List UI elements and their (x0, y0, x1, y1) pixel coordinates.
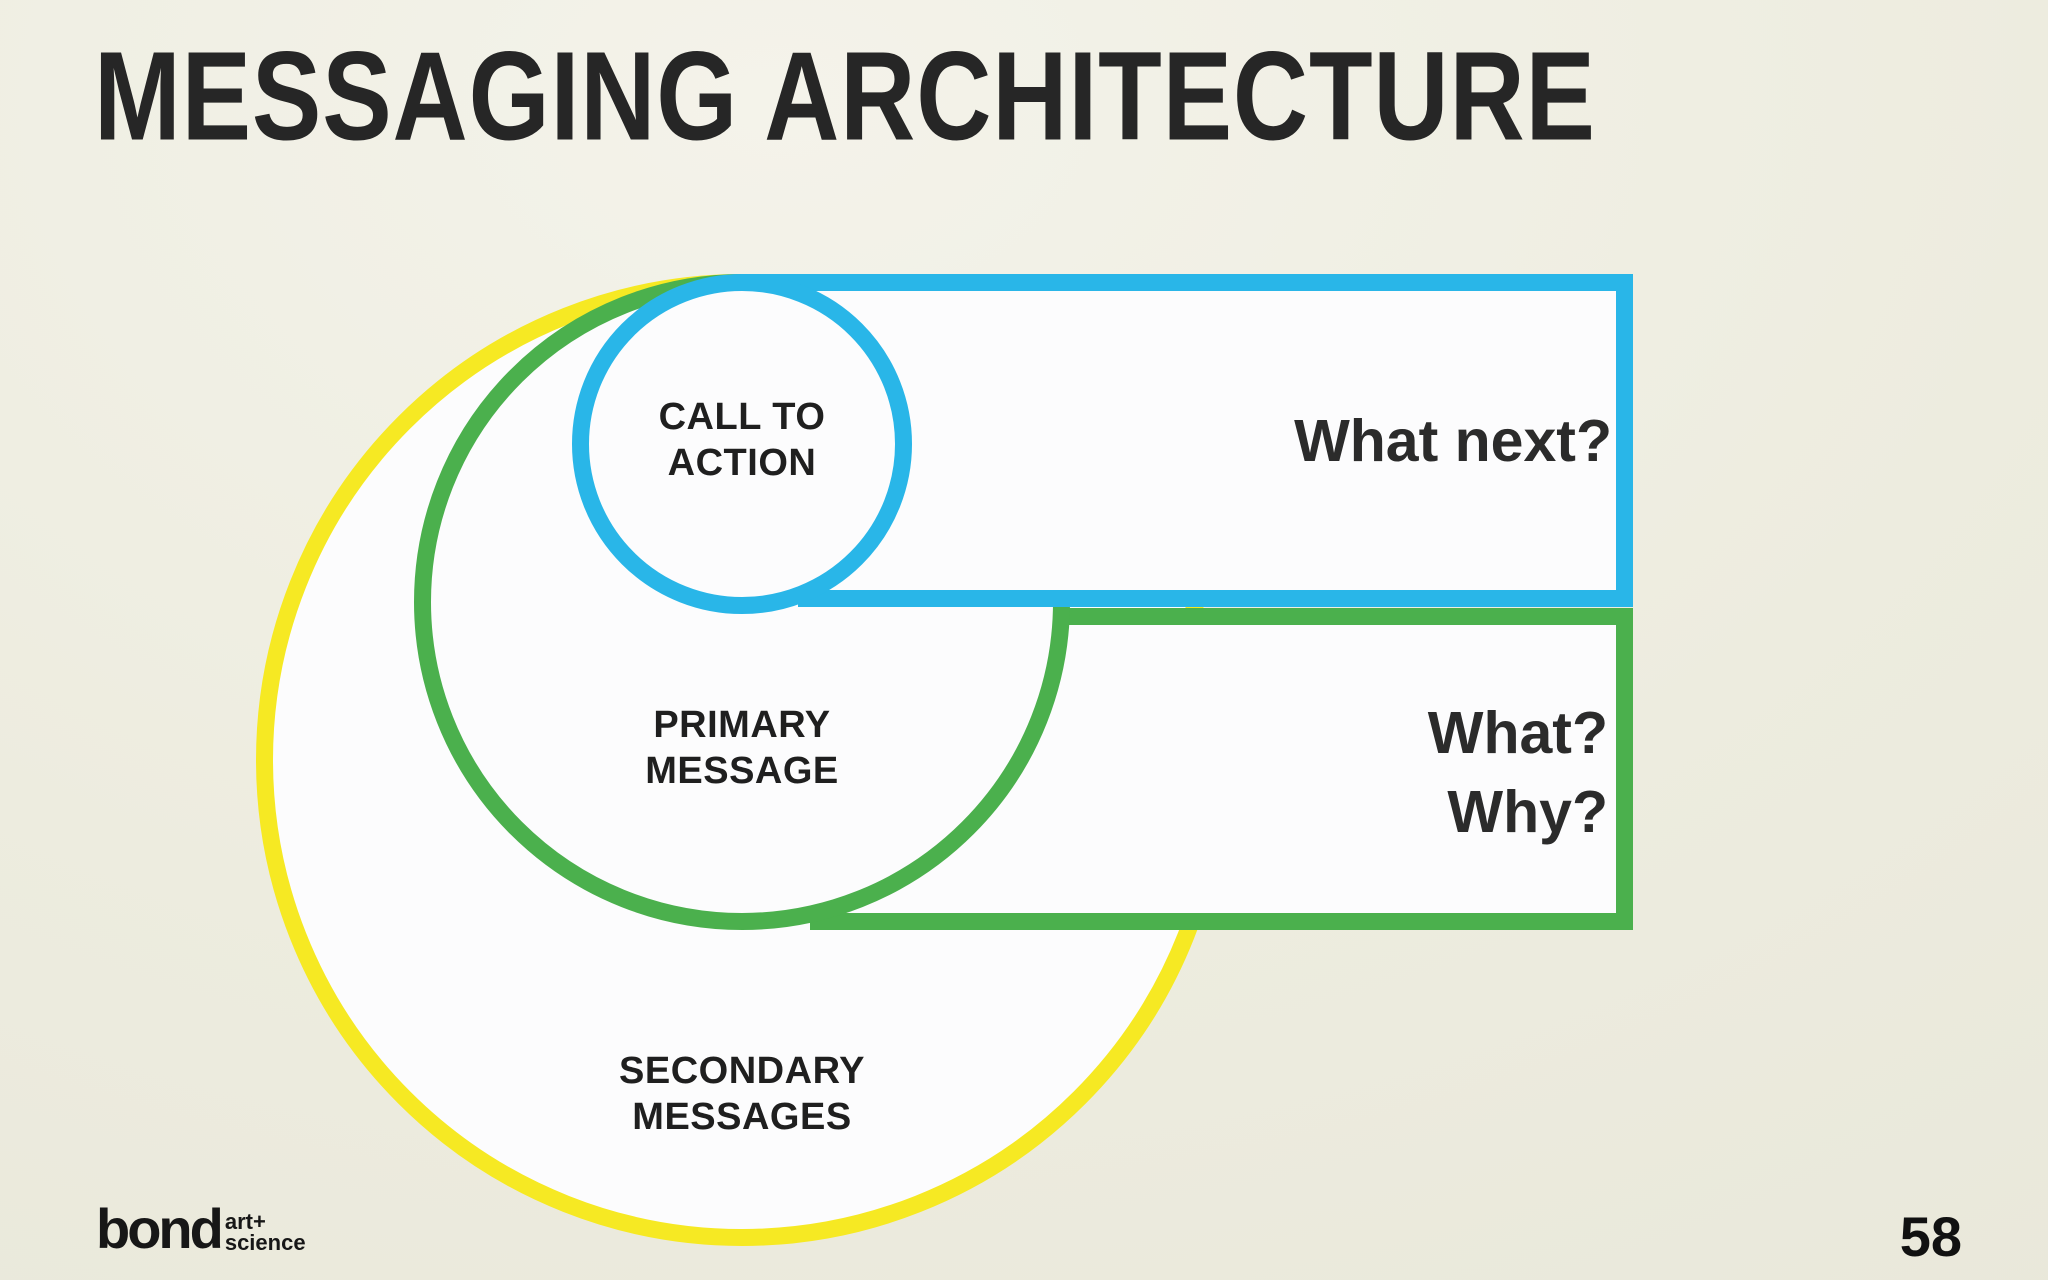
call-to-action-label: CALL TO ACTION (542, 394, 942, 486)
call-to-action-circle (572, 274, 912, 614)
logo-art-science-text: art+ science (224, 1209, 306, 1255)
call-to-action-label-line2: ACTION (667, 442, 817, 484)
logo-bond-text: bond (96, 1197, 224, 1260)
page-number: 58 (1899, 1205, 1962, 1268)
bond-art-science-logo: bond art+ science (96, 1197, 306, 1260)
call-to-action-label-line1: CALL TO (658, 396, 826, 438)
secondary-messages-label-line2: MESSAGES (632, 1096, 852, 1138)
primary-message-question: What? Why? (1100, 694, 1608, 852)
primary-message-question-line1: What? (1427, 700, 1608, 766)
call-to-action-question: What next? (1294, 408, 1612, 474)
call-to-action-bar (742, 274, 1633, 607)
logo-art-line: art+ (224, 1209, 266, 1234)
primary-message-label: PRIMARY MESSAGE (542, 702, 942, 794)
secondary-messages-label-line1: SECONDARY (619, 1050, 865, 1092)
slide-title: MESSAGING ARCHITECTURE (94, 26, 1596, 167)
primary-message-label-line1: PRIMARY (653, 704, 831, 746)
primary-message-question-line2: Why? (1447, 779, 1608, 845)
secondary-messages-label: SECONDARY MESSAGES (522, 1048, 962, 1140)
primary-message-label-line2: MESSAGE (645, 750, 839, 792)
logo-science-line: science (224, 1230, 306, 1255)
